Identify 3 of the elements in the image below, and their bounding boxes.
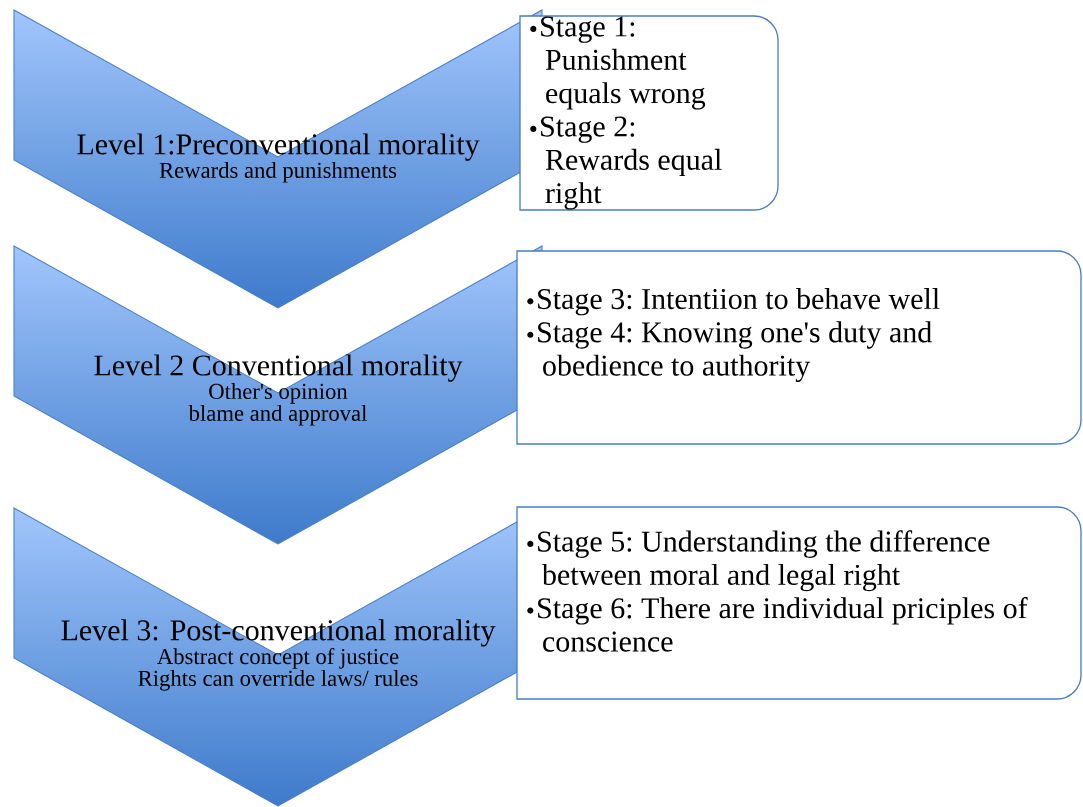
text-box: Stage 3: Intentiion to behave well Stage 4: Knowing one's duty and obedience to authority <box>516 250 1082 445</box>
text-box: Stage 1: Punishment equals wrong Stage 2: Rewards equal right <box>519 15 779 211</box>
text-box: Stage 5: Understanding the difference between moral and legal right Stage 6: There are individual priciples of conscience <box>516 506 1082 700</box>
